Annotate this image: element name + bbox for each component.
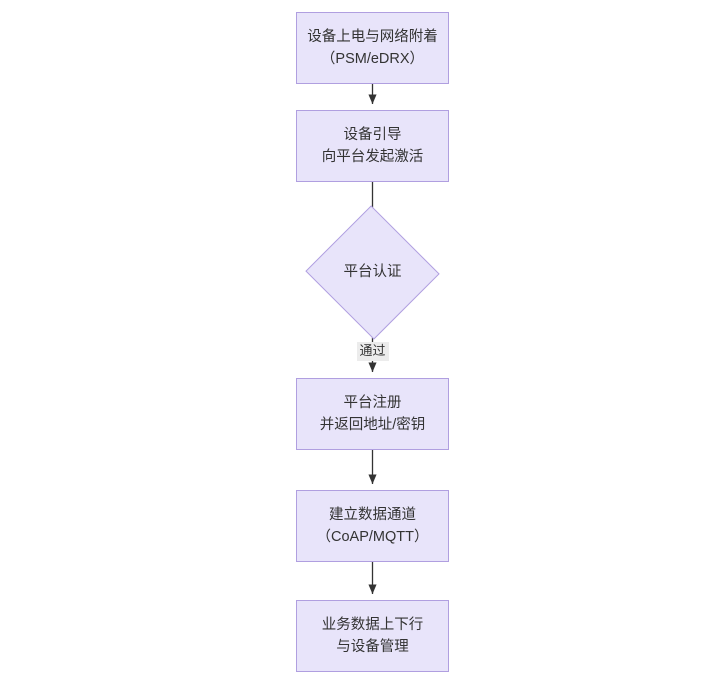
- node-device-bootstrap[interactable]: 设备引导 向平台发起激活: [296, 110, 449, 182]
- edge-label-pass: 通过: [356, 342, 389, 361]
- node-platform-authentication[interactable]: 平台认证: [305, 205, 440, 340]
- node-line-2: （PSM/eDRX）: [320, 51, 425, 67]
- node-line-2: 向平台发起激活: [321, 149, 424, 165]
- node-line-1: 平台注册: [343, 394, 402, 411]
- node-business-data-and-device-management[interactable]: 业务数据上下行 与设备管理: [296, 600, 449, 672]
- node-device-power-on[interactable]: 设备上电与网络附着 （PSM/eDRX）: [296, 12, 449, 84]
- node-line-2: 并返回地址/密钥: [319, 417, 426, 433]
- node-platform-registration[interactable]: 平台注册 并返回地址/密钥: [296, 378, 449, 450]
- node-line-2: 与设备管理: [336, 639, 409, 655]
- node-line-1: 建立数据通道: [329, 506, 416, 523]
- node-establish-data-channel[interactable]: 建立数据通道 （CoAP/MQTT）: [296, 490, 449, 562]
- node-line-1: 业务数据上下行: [321, 616, 424, 633]
- node-line-1: 平台认证: [343, 264, 402, 281]
- node-line-2: （CoAP/MQTT）: [316, 529, 429, 545]
- node-line-1: 设备引导: [343, 126, 402, 143]
- node-line-1: 设备上电与网络附着: [307, 28, 438, 45]
